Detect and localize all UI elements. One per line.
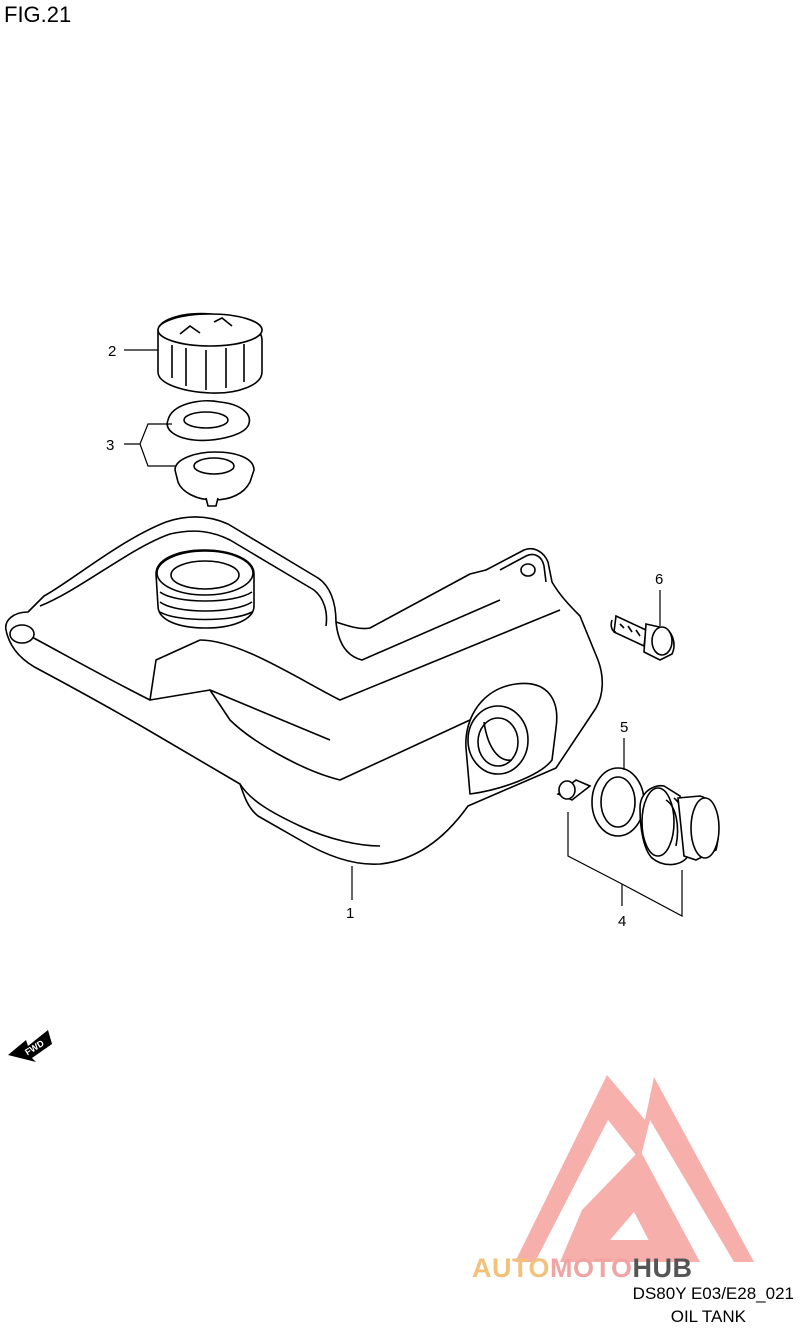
callout-4: 4 — [618, 913, 626, 930]
figure-title: FIG.21 — [4, 2, 72, 27]
cap-gasket-and-strainer — [166, 400, 255, 507]
watermark-logo-icon — [515, 1075, 754, 1262]
diagram-description: OIL TANK — [670, 1307, 746, 1326]
callout-numbers: 2 3 1 6 5 4 — [106, 343, 663, 930]
callout-1: 1 — [346, 905, 354, 922]
callout-3: 3 — [106, 437, 114, 454]
callout-2: 2 — [108, 343, 116, 360]
oil-tank — [4, 516, 604, 865]
diagram-code: DS80Y E03/E28_021 — [632, 1284, 794, 1303]
callout-6: 6 — [655, 571, 663, 588]
drain-plug-set — [556, 779, 720, 866]
fwd-arrow-icon: FWD — [8, 1030, 52, 1062]
mounting-bolt — [610, 614, 675, 661]
brand-hub: HUB — [632, 1253, 693, 1283]
filler-cap — [157, 312, 263, 394]
brand-moto: MOTO — [550, 1253, 633, 1283]
brand-auto: AUTO — [472, 1253, 551, 1283]
callout-5: 5 — [620, 719, 628, 736]
drain-gasket — [591, 767, 645, 837]
watermark-brand: AUTOMOTOHUB — [472, 1253, 693, 1284]
leader-lines — [124, 349, 683, 917]
